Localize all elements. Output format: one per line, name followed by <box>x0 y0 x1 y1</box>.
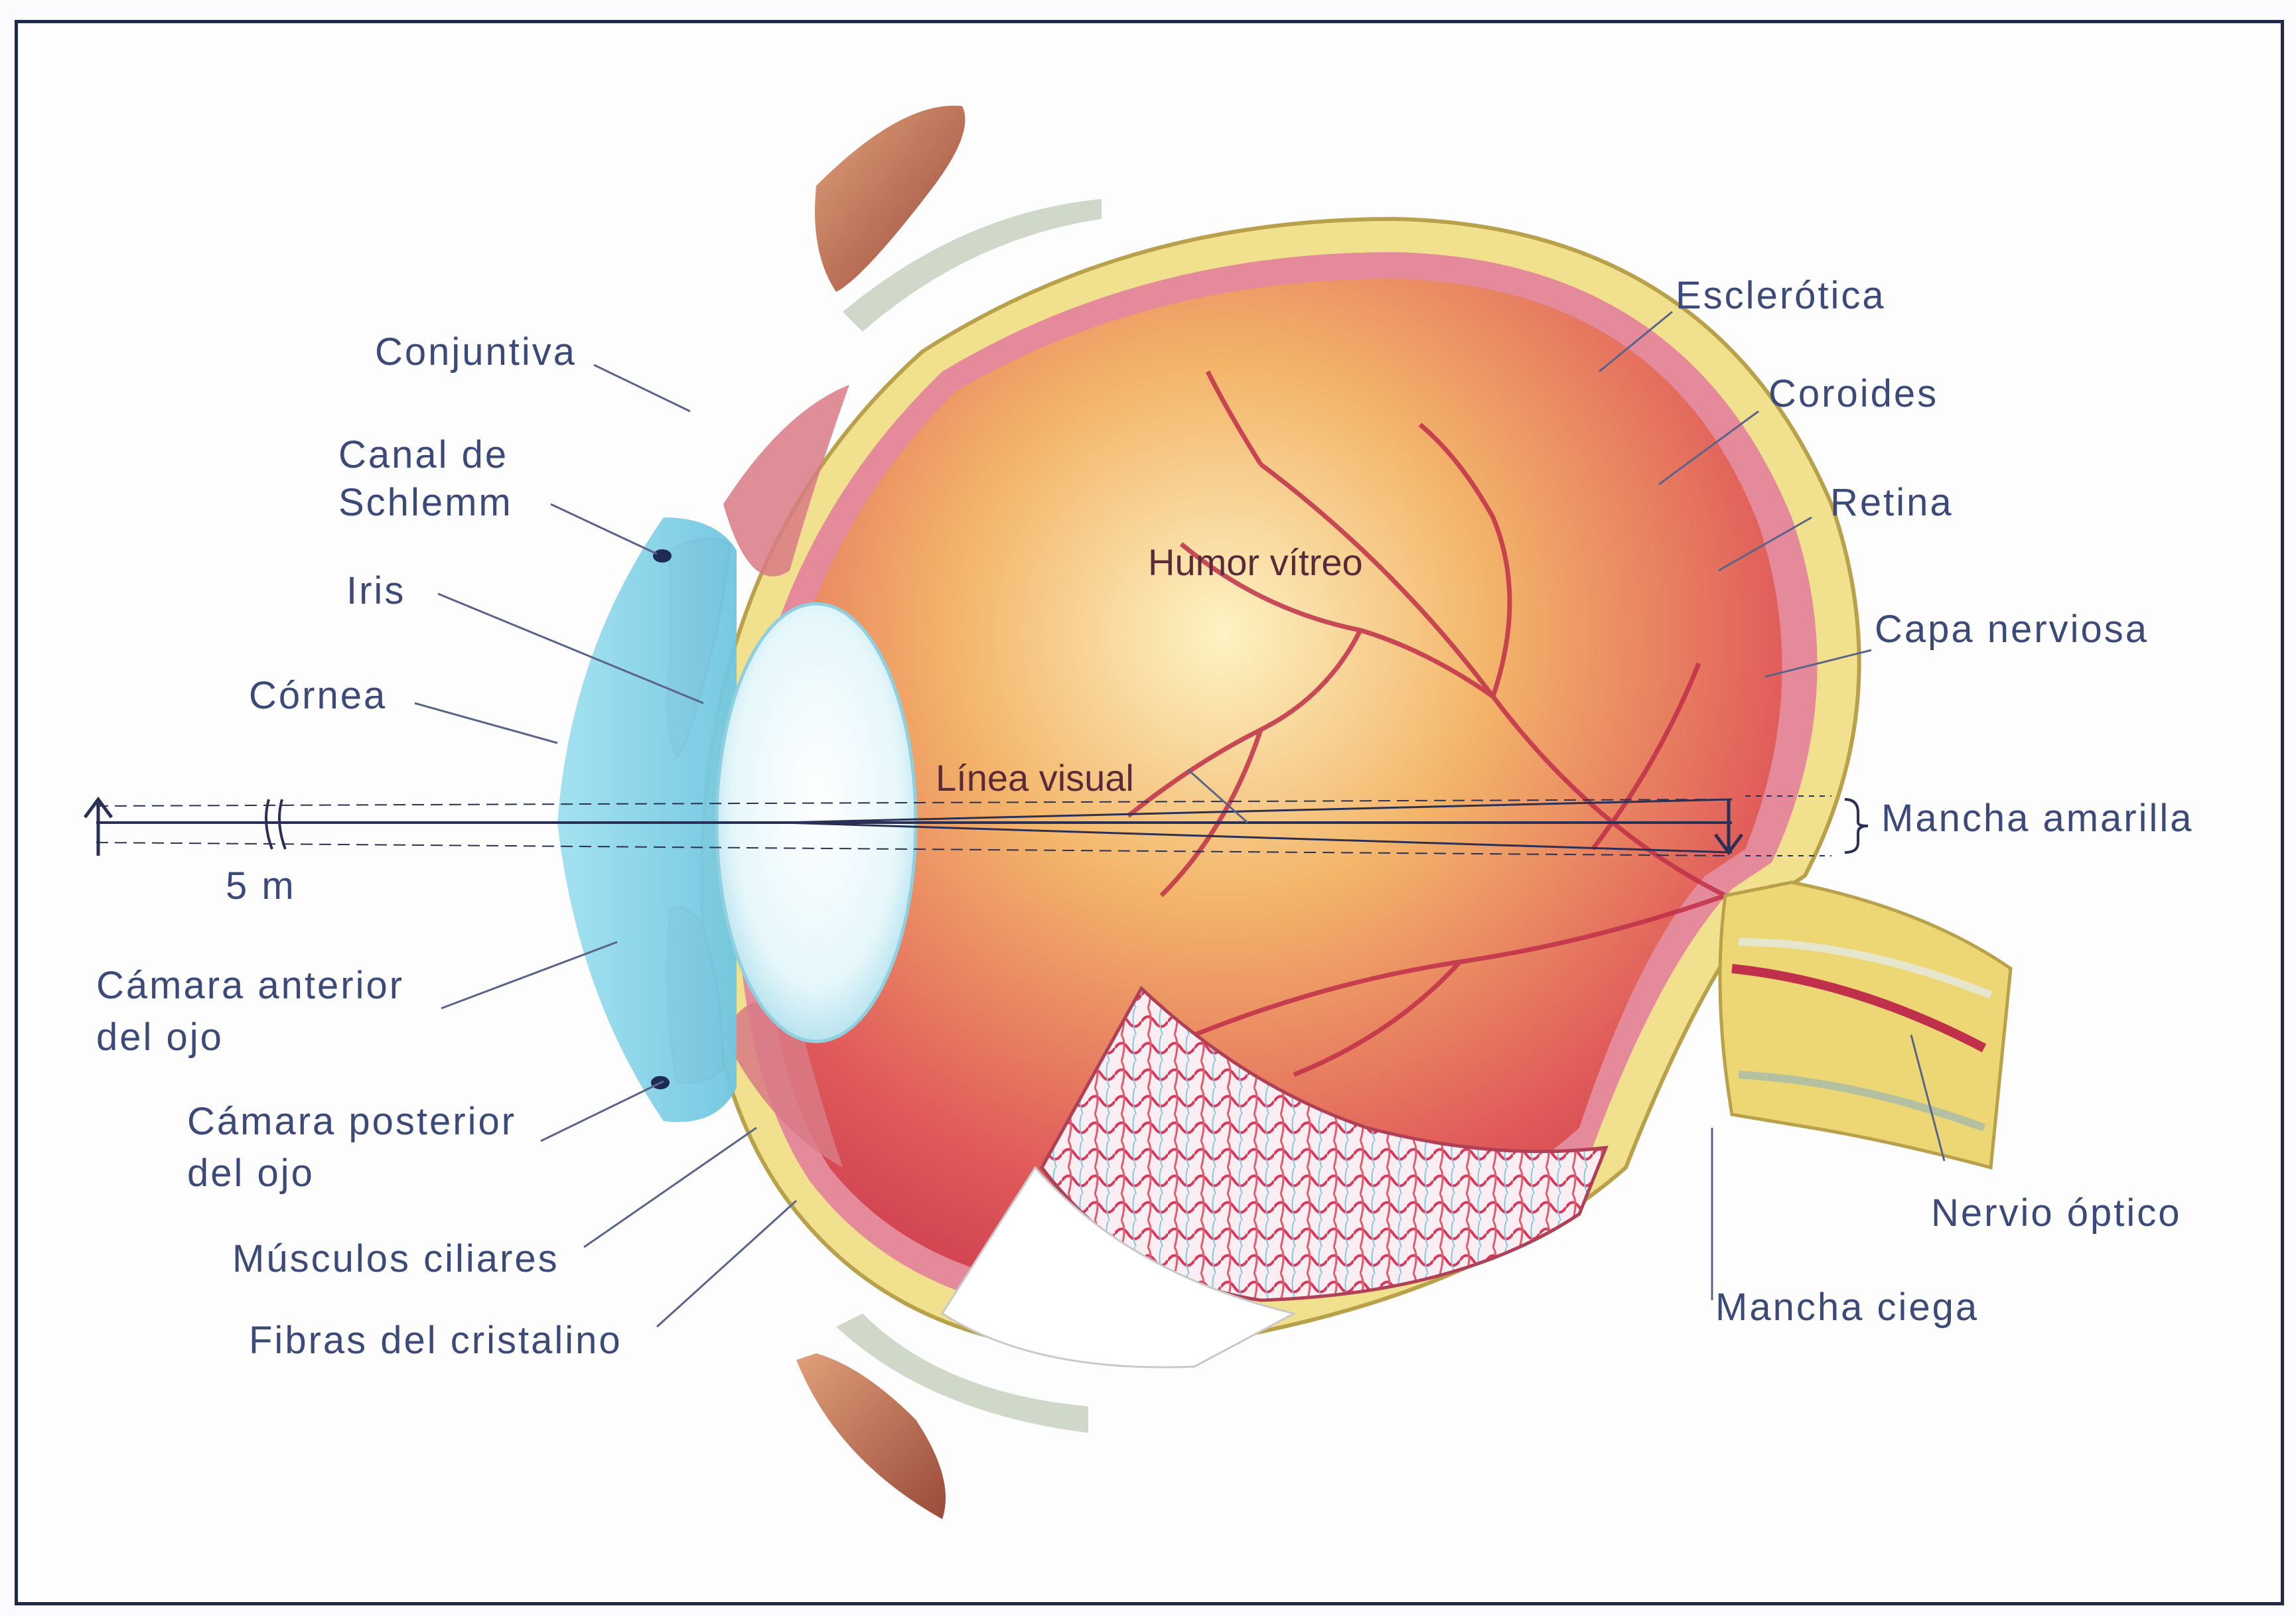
label-musculos-ciliares: Músculos ciliares <box>232 1235 559 1284</box>
cornea <box>557 517 737 1122</box>
label-camara-anterior-line1: Cámara anterior <box>96 962 404 1010</box>
label-distance: 5 m <box>226 862 296 911</box>
label-capa-nerviosa: Capa nerviosa <box>1875 606 2149 654</box>
label-retina: Retina <box>1830 479 1954 527</box>
label-nervio-optico: Nervio óptico <box>1931 1189 2181 1238</box>
label-coroides: Coroides <box>1768 370 1938 419</box>
label-fibras-del-cristalino: Fibras del cristalino <box>249 1317 622 1365</box>
label-iris: Iris <box>346 567 405 616</box>
label-humor-vitreo: Humor vítreo <box>1148 541 1363 584</box>
label-mancha-amarilla: Mancha amarilla <box>1881 795 2194 843</box>
label-esclerotica: Esclerótica <box>1676 272 1886 320</box>
label-camara-posterior-line1: Cámara posterior <box>187 1098 516 1146</box>
label-conjuntiva: Conjuntiva <box>375 328 577 377</box>
label-camara-posterior-line2: del ojo <box>187 1150 315 1198</box>
label-linea-visual: Línea visual <box>936 756 1134 799</box>
label-canal-de-schlemm-line1: Canal de <box>338 431 508 480</box>
label-camara-anterior-line2: del ojo <box>96 1014 224 1062</box>
label-mancha-ciega: Mancha ciega <box>1715 1284 1979 1332</box>
label-cornea: Córnea <box>249 672 387 720</box>
schlemm-canal-upper <box>653 549 672 563</box>
label-canal-de-schlemm-line2: Schlemm <box>338 479 513 527</box>
